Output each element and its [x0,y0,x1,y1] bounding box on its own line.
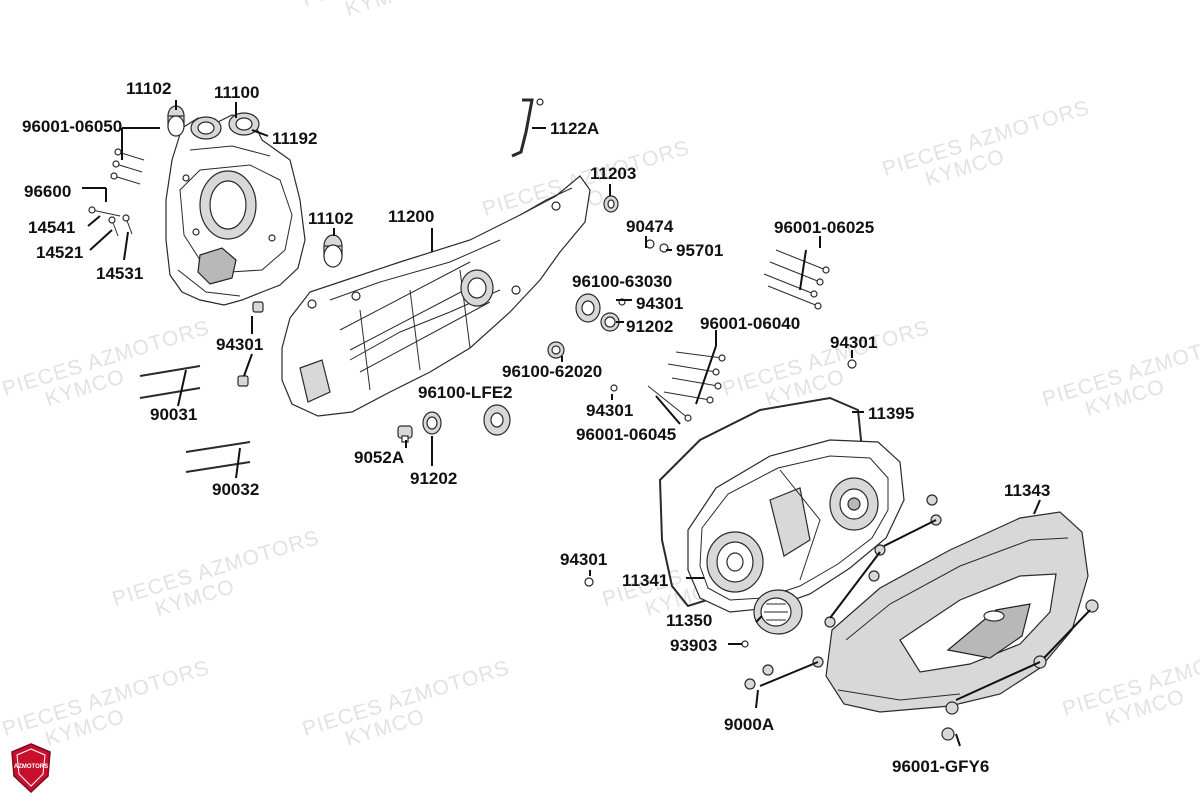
label-96100-62020[interactable]: 96100-62020 [502,362,603,381]
bearing-96100-63030 [575,293,601,323]
label-11341[interactable]: 11341 [622,571,669,590]
label-94301-left[interactable]: 94301 [216,335,264,354]
label-11200[interactable]: 11200 [388,207,435,226]
bolts-96001-06040 [663,351,726,404]
label-14541[interactable]: 14541 [28,218,76,237]
label-9000A[interactable]: 9000A [724,715,775,734]
label-14521[interactable]: 14521 [36,243,84,262]
label-96001-06045[interactable]: 96001-06045 [576,425,677,444]
label-11100[interactable]: 11100 [214,83,260,102]
label-96001-GFY6[interactable]: 96001-GFY6 [892,757,990,776]
label-94301-upper[interactable]: 94301 [636,294,684,313]
cover-bolts-9000A [744,494,942,690]
label-11102-mid[interactable]: 11102 [308,209,354,228]
logo-shield [11,743,51,794]
label-1122A[interactable]: 1122A [550,119,600,138]
label-11343[interactable]: 11343 [1004,481,1051,500]
label-11395[interactable]: 11395 [868,404,915,423]
label-95701[interactable]: 95701 [676,241,724,260]
bearing-96100-62020 [547,341,565,359]
seal-91202-lower [422,411,442,435]
label-94301-right[interactable]: 94301 [830,333,878,352]
plug-9052A [397,425,413,443]
bolts-96001-06025 [763,249,830,310]
label-96001-06025[interactable]: 96001-06025 [774,218,875,237]
oil-seal-11203 [603,195,619,213]
label-11203[interactable]: 11203 [590,164,637,183]
leader-lines [82,100,1091,747]
cover-bolts-96001-GFY6 [941,599,1099,741]
left-crankcase-11100 [165,112,306,306]
label-91202-upper[interactable]: 91202 [626,317,674,336]
label-90031[interactable]: 90031 [150,405,198,424]
label-94301-lower[interactable]: 94301 [560,550,608,569]
label-96100-LFE2[interactable]: 96100-LFE2 [418,383,513,402]
bearing-96100-LFE2 [483,404,511,436]
label-11350[interactable]: 11350 [666,611,713,630]
label-90032[interactable]: 90032 [212,480,260,499]
oil-seal-11102-top [167,105,185,137]
label-14531[interactable]: 14531 [96,264,144,283]
label-91202-lower[interactable]: 91202 [410,469,458,488]
label-94301-center[interactable]: 94301 [586,401,634,420]
label-96001-06050[interactable]: 96001-06050 [22,117,123,136]
small-pins [237,239,857,587]
oil-seal-11102-mid [323,234,343,268]
label-96001-06040[interactable]: 96001-06040 [700,314,801,333]
right-crankcase-11200 [281,175,591,417]
logo-text: AZMOTORS [14,764,48,770]
breather-tube-1122A [511,98,544,158]
bolts-14521-14531 [88,206,133,237]
label-96600[interactable]: 96600 [24,182,72,201]
azmotors-logo: AZMOTORS [11,743,51,794]
filter-11350 [741,589,803,648]
long-bolts-90031 [139,365,201,399]
long-bolts-90032 [185,441,251,473]
bolts-96001-06045 [647,385,692,422]
label-90474[interactable]: 90474 [626,217,674,236]
transmission-cover-11341 [687,439,905,613]
logo-shield-inner [16,748,46,787]
label-11102-top[interactable]: 11102 [126,79,172,98]
outer-cover-11343 [825,511,1089,713]
bolts-96001-06050 [110,148,145,185]
label-93903[interactable]: 93903 [670,636,718,655]
label-9052A[interactable]: 9052A [354,448,405,467]
label-96100-63030[interactable]: 96100-63030 [572,272,673,291]
seal-91202-upper [600,312,620,332]
label-11192[interactable]: 11192 [272,129,318,148]
